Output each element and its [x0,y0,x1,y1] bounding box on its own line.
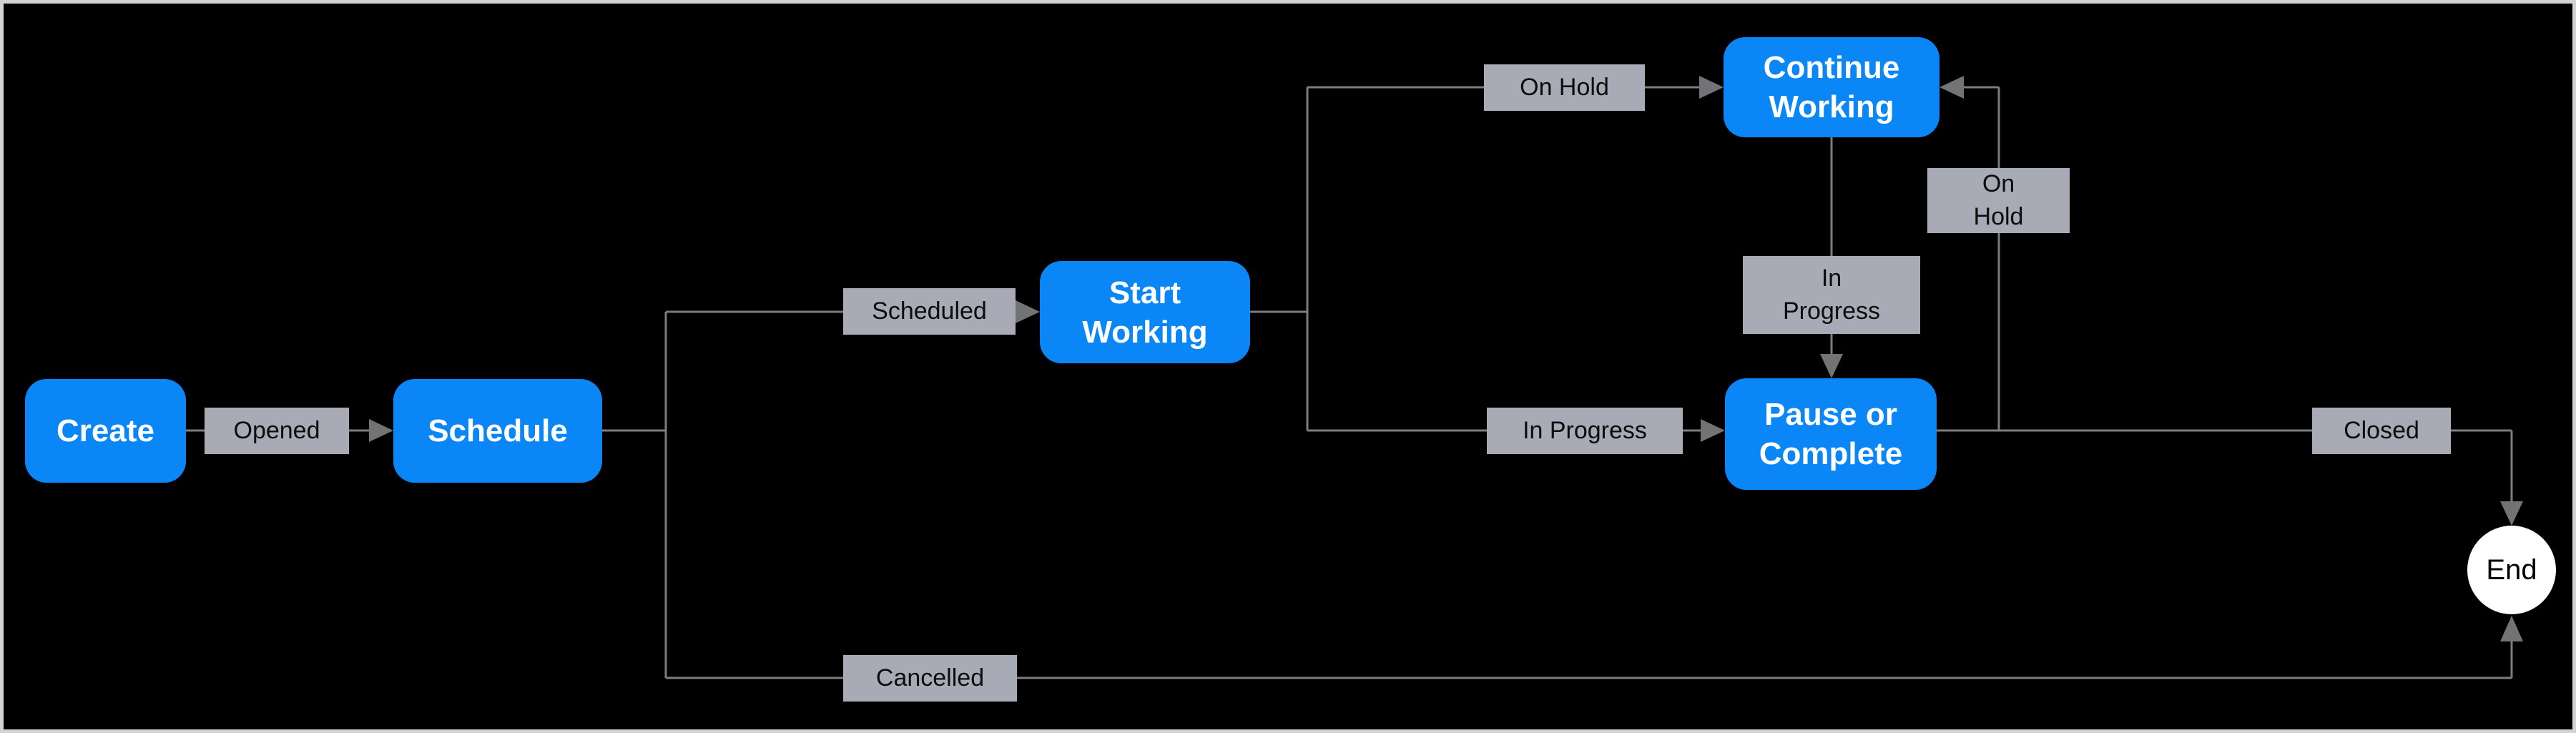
arrowhead-into-schedule [369,419,393,442]
arrowhead-into-end-bottom [2500,616,2523,641]
arrowhead-into-pause-or-complete-top [1820,354,1843,378]
node-pause-or-complete: Pause or Complete [1725,378,1937,490]
arrowhead-into-end-top [2500,501,2523,526]
edge-label-text: In Progress [1782,264,1881,325]
arrowhead-into-continue-working-right [1940,76,1964,99]
edge-label-text: On Hold [1973,169,2024,230]
edge-label-on-hold-vertical: On Hold [1927,168,2070,233]
flowchart: Create Schedule Start Working Continue W… [4,4,2572,729]
edge-label-in-progress-vertical: In Progress [1743,256,1920,334]
edge-start-working-branch [1250,86,1701,432]
node-schedule: Schedule [393,379,602,483]
arrowhead-into-continue-working-left [1699,76,1724,99]
edge-label-in-progress: In Progress [1487,408,1683,454]
edge-label-on-hold: On Hold [1484,64,1645,111]
edge-label-scheduled: Scheduled [843,288,1016,335]
arrowhead-into-pause-or-complete-left [1701,419,1725,442]
edge-label-closed: Closed [2312,408,2451,454]
node-start-working: Start Working [1040,261,1250,363]
edge-schedule-branch-cancelled [602,312,2513,679]
edge-pause-or-complete-closed-onhold [1937,86,2513,501]
node-end: End [2467,526,2556,614]
node-create: Create [25,379,186,483]
connector-layer [186,76,2523,679]
arrowhead-into-start-working [1016,300,1040,323]
edge-label-cancelled: Cancelled [843,655,1017,702]
edge-label-opened: Opened [205,408,349,454]
node-continue-working: Continue Working [1724,37,1940,137]
